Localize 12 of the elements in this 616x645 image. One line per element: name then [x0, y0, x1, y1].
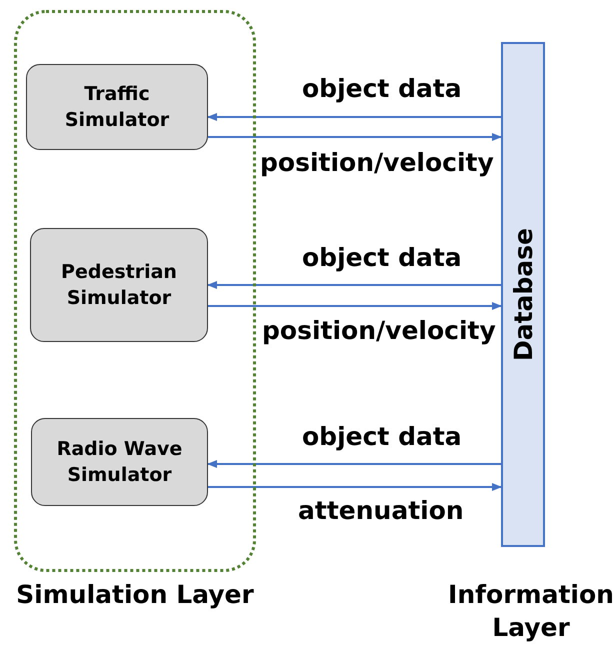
- node-label: Pedestrian Simulator: [60, 260, 178, 311]
- node-label: Traffic Simulator: [64, 82, 170, 133]
- layer-caption: Information Layer: [447, 579, 615, 644]
- arrow: [208, 302, 502, 310]
- group-heading: Simulation Layer: [15, 579, 255, 611]
- arrow: [208, 483, 502, 491]
- arrow: [207, 113, 501, 121]
- node-label: Database: [508, 228, 538, 362]
- arrow: [207, 460, 501, 468]
- arrow: [207, 281, 501, 289]
- node-label: Radio Wave Simulator: [56, 437, 184, 488]
- arrow: [208, 133, 502, 141]
